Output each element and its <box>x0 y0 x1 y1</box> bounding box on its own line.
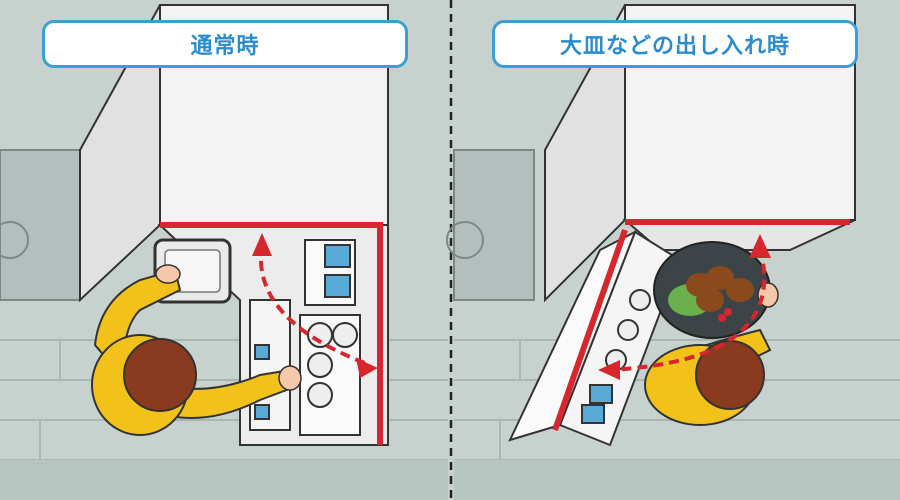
hair-icon <box>123 338 197 412</box>
red-highlight-outline <box>160 222 383 445</box>
microwave <box>0 149 81 301</box>
panel-label-normal: 通常時 <box>42 20 408 68</box>
panel-label-large-dish: 大皿などの出し入れ時 <box>492 20 858 68</box>
microwave <box>453 149 535 301</box>
right-panel <box>446 0 900 500</box>
left-panel <box>0 0 448 500</box>
curved-arrow-icon <box>258 244 371 367</box>
person-right <box>644 282 779 426</box>
person-left <box>91 264 302 436</box>
